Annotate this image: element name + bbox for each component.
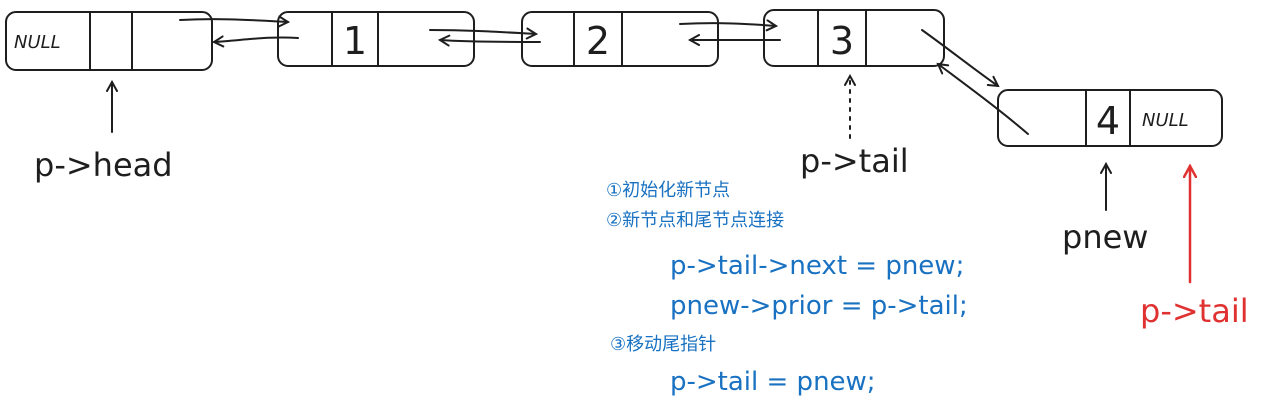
- step-2: ②新节点和尾节点连接: [606, 210, 784, 231]
- node-3-data: 3: [830, 19, 854, 63]
- code-line-3: p->tail = pnew;: [670, 367, 876, 397]
- node-4-data: 4: [1096, 99, 1120, 143]
- arrow-4-to-3: [938, 64, 1029, 135]
- node-4-next-null: NULL: [1142, 110, 1189, 131]
- step-1: ①初始化新节点: [606, 180, 730, 201]
- arrow-1-to-head: [214, 37, 299, 42]
- pnew-pointer-label: pnew: [1062, 218, 1148, 256]
- node-2: 2: [521, 11, 719, 67]
- node-1-data: 1: [343, 19, 367, 63]
- node-3: 3: [763, 9, 945, 67]
- old-tail-pointer-label: p->tail: [800, 142, 909, 180]
- node-4-new: 4 NULL: [997, 89, 1223, 147]
- head-pointer-label: p->head: [34, 146, 173, 184]
- arrow-3-to-4: [921, 29, 998, 86]
- node-1: 1: [277, 11, 475, 67]
- new-tail-pointer-label: p->tail: [1140, 292, 1249, 330]
- link-arrows: [179, 19, 1029, 135]
- code-line-2: pnew->prior = p->tail;: [670, 291, 968, 321]
- arrow-2-to-3: [679, 23, 776, 26]
- step-3: ③移动尾指针: [610, 334, 716, 355]
- head-prior-null: NULL: [14, 32, 61, 53]
- code-line-1: p->tail->next = pnew;: [670, 251, 964, 281]
- steps-notes: ①初始化新节点 ②新节点和尾节点连接 p->tail->next = pnew;…: [606, 180, 968, 397]
- node-2-data: 2: [586, 19, 610, 63]
- arrow-head-to-1: [179, 19, 288, 22]
- arrow-2-to-1: [440, 40, 541, 42]
- arrow-1-to-2: [429, 30, 536, 34]
